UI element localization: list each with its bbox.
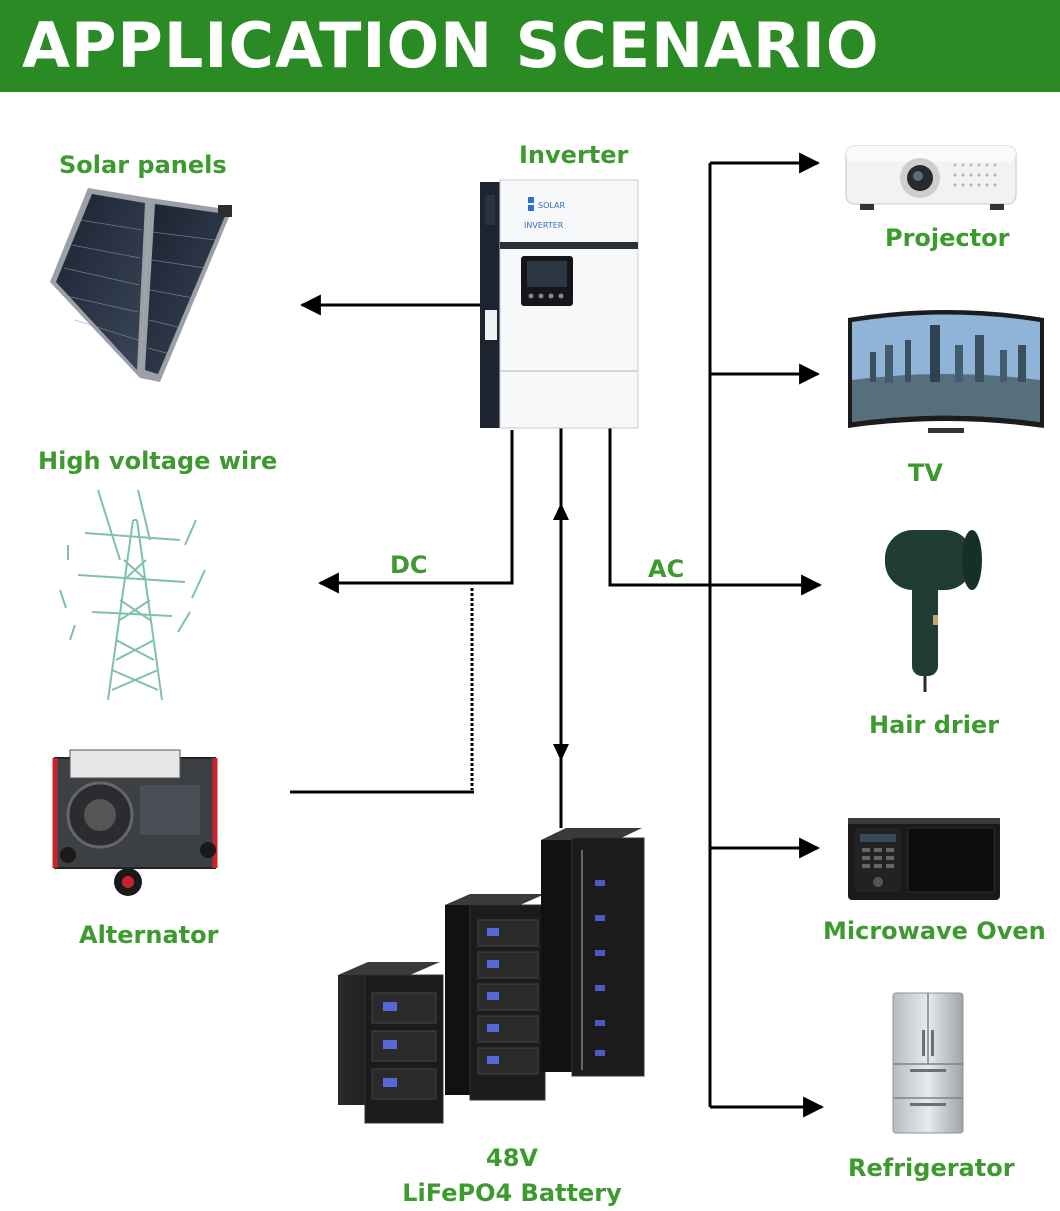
projector-icon — [845, 145, 1017, 210]
title-banner: APPLICATION SCENARIO — [0, 0, 1060, 92]
generator-icon — [52, 749, 218, 896]
battery-rack-icon — [338, 828, 645, 1124]
ac-line — [608, 418, 823, 596]
solar-panel-icon — [50, 188, 232, 382]
inverter-brand-line1: SOLAR — [538, 201, 565, 210]
load-label-hair-drier: Hair drier — [869, 711, 1000, 739]
source-label-high-voltage-wire: High voltage wire — [38, 447, 278, 475]
inverter-label: Inverter — [519, 141, 629, 169]
page-title: APPLICATION SCENARIO — [22, 9, 880, 82]
source-label-alternator: Alternator — [79, 921, 219, 949]
microwave-icon — [848, 818, 1000, 900]
load-label-projector: Projector — [885, 224, 1010, 252]
battery-voltage-label: 48V — [486, 1144, 538, 1172]
dc-line — [317, 430, 514, 594]
source-label-solar-panels: Solar panels — [59, 151, 227, 179]
load-label-tv: TV — [908, 459, 943, 487]
inverter-icon — [480, 179, 639, 429]
tv-icon — [848, 310, 1044, 433]
connection-lines — [290, 152, 825, 1118]
battery-type-label: LiFePO4 Battery — [402, 1179, 622, 1207]
dc-label: DC — [390, 551, 428, 579]
load-label-refrigerator: Refrigerator — [848, 1154, 1015, 1182]
load-label-microwave-oven: Microwave Oven — [823, 917, 1046, 945]
inverter-brand-line2: INVERTER — [524, 221, 564, 230]
ac-label: AC — [648, 555, 685, 583]
hair-dryer-icon — [885, 530, 982, 692]
refrigerator-icon — [892, 992, 964, 1134]
power-tower-icon — [59, 489, 206, 701]
